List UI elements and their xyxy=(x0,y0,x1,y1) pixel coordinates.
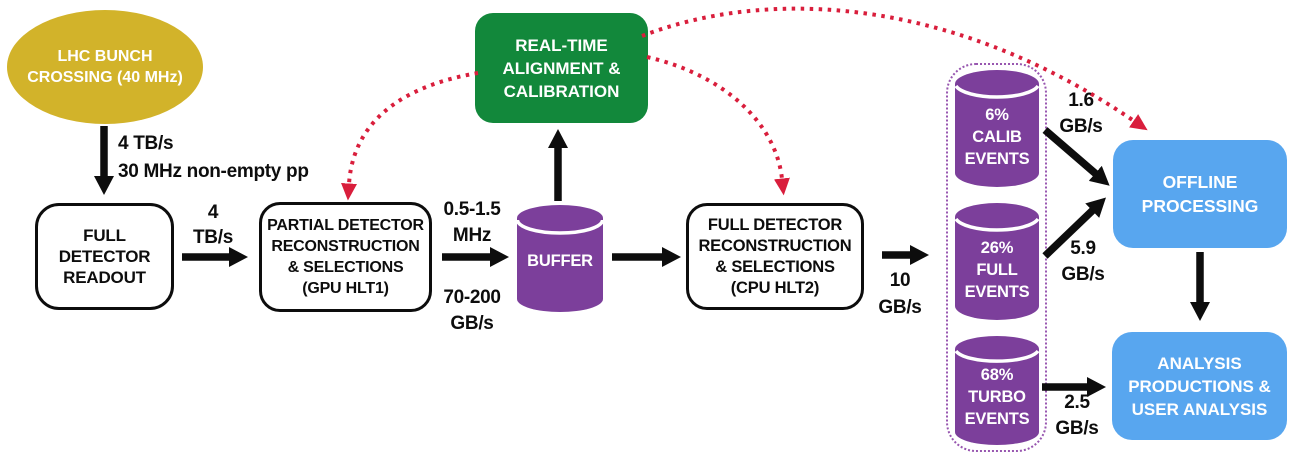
label-hlt1-bandwidth: 70-200 GB/s xyxy=(443,287,501,334)
node-calib-events-label: 6% CALIB EVENTS xyxy=(964,106,1030,168)
label-readout-to-hlt1-rate: 4 TB/s xyxy=(193,202,233,248)
node-analysis-productions: ANALYSIS PRODUCTIONS & USER ANALYSIS xyxy=(1112,332,1287,440)
node-analysis-productions-label: ANALYSIS PRODUCTIONS & USER ANALYSIS xyxy=(1128,353,1271,419)
node-offline-processing: OFFLINE PROCESSING xyxy=(1113,140,1287,248)
node-hlt2-label: FULL DETECTOR RECONSTRUCTION & SELECTION… xyxy=(698,215,852,297)
node-lhc-bunch-crossing: LHC BUNCH CROSSING (40 MHz) xyxy=(7,10,203,124)
cylinder-icon xyxy=(955,203,1039,320)
label-lhc-to-readout-rate: 4 TB/s 30 MHz non-empty pp xyxy=(118,133,309,182)
node-hlt2: FULL DETECTOR RECONSTRUCTION & SELECTION… xyxy=(686,203,864,310)
node-lhc-bunch-crossing-label: LHC BUNCH CROSSING (40 MHz) xyxy=(27,48,183,86)
node-full-events: 26% FULL EVENTS xyxy=(955,203,1039,321)
node-buffer-label: BUFFER xyxy=(527,252,593,270)
cylinder-icon xyxy=(517,205,603,312)
label-calib-to-offline-bandwidth: 1.6 GB/s xyxy=(1059,90,1103,137)
node-turbo-events-label: 68% TURBO EVENTS xyxy=(964,366,1030,428)
node-offline-processing-label: OFFLINE PROCESSING xyxy=(1141,172,1259,216)
node-realtime-alignment-calibration-label: REAL-TIME ALIGNMENT & CALIBRATION xyxy=(502,35,621,101)
node-full-events-label: 26% FULL EVENTS xyxy=(964,239,1030,301)
node-buffer: BUFFER xyxy=(517,205,603,312)
label-full-to-offline-bandwidth: 5.9 GB/s xyxy=(1061,238,1105,285)
node-calib-events: 6% CALIB EVENTS xyxy=(955,70,1039,188)
arrow-calibration-to-hlt1 xyxy=(341,71,479,201)
label-hlt2-output-bandwidth: 10 GB/s xyxy=(878,270,922,318)
node-full-detector-readout-label: FULL DETECTOR READOUT xyxy=(58,226,151,287)
cylinder-icon xyxy=(955,336,1039,445)
node-realtime-alignment-calibration: REAL-TIME ALIGNMENT & CALIBRATION xyxy=(475,13,648,123)
label-turbo-to-analysis-bandwidth: 2.5 GB/s xyxy=(1055,392,1099,439)
node-hlt1: PARTIAL DETECTOR RECONSTRUCTION & SELECT… xyxy=(259,202,432,312)
node-hlt1-label: PARTIAL DETECTOR RECONSTRUCTION & SELECT… xyxy=(267,217,424,297)
label-hlt1-output-rate: 0.5-1.5 MHz xyxy=(443,199,501,246)
node-turbo-events: 68% TURBO EVENTS xyxy=(955,336,1039,446)
arrow-calibration-to-hlt2 xyxy=(646,55,790,196)
node-full-detector-readout: FULL DETECTOR READOUT xyxy=(35,203,174,310)
